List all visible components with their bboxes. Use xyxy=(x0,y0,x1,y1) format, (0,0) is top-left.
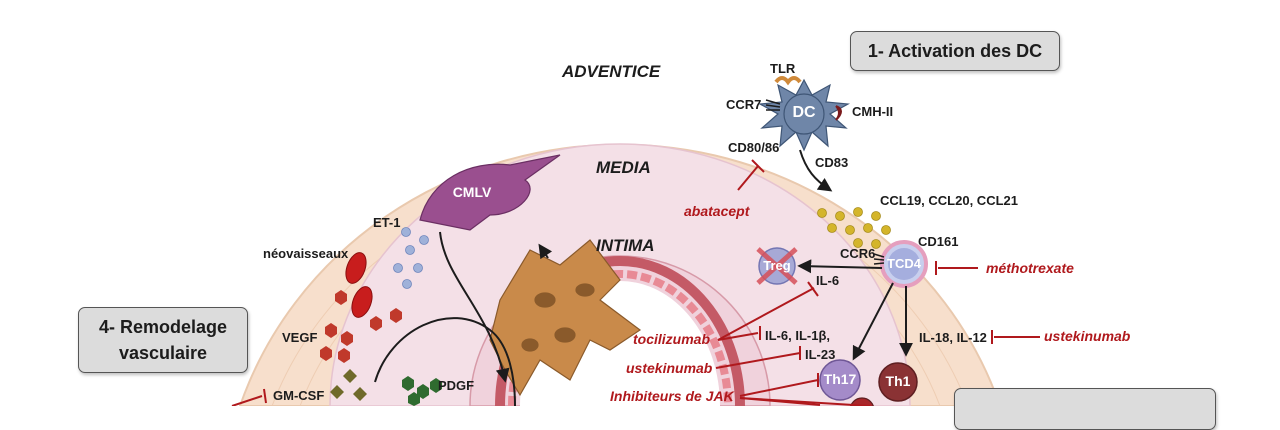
inhibitions xyxy=(231,159,1040,406)
gmcsf-label: GM-CSF xyxy=(273,388,325,403)
diagram-svg xyxy=(231,76,1040,406)
th17-cell xyxy=(819,359,861,401)
partial-box xyxy=(954,388,1216,430)
vegf-hexagons xyxy=(320,290,402,363)
chemokine-dots xyxy=(817,207,891,249)
abatacept-label: abatacept xyxy=(684,203,750,219)
il6-label: IL-6 xyxy=(816,273,840,288)
tlr-receptor xyxy=(774,76,802,86)
th1-cell xyxy=(878,362,918,402)
vegf-label: VEGF xyxy=(282,330,318,345)
cmlv-label: CMLV xyxy=(452,184,492,200)
tcd4-label: TCD4 xyxy=(887,256,921,271)
et1-dots xyxy=(393,227,429,289)
cd80-86-label: CD80/86 xyxy=(728,140,780,155)
activation-box-text: 1- Activation des DC xyxy=(867,41,1043,61)
remodelage-box: 4- Remodelage vasculaire xyxy=(78,307,248,373)
th1-label: Th1 xyxy=(885,373,911,389)
ccr6-label: CCR6 xyxy=(840,246,876,261)
treg-cell xyxy=(756,247,798,285)
gmcsf-diamonds xyxy=(330,369,367,401)
neovessels xyxy=(345,252,373,318)
diagram-stage: ADVENTICE MEDIA INTIMA 1- Activation des… xyxy=(78,31,1216,430)
tocilizumab-label: tocilizumab xyxy=(633,331,711,347)
ccr7-label: CCR7 xyxy=(726,97,762,112)
il23-label: IL-23 xyxy=(805,347,836,362)
partial-cell xyxy=(850,397,874,406)
neovaisseaux-label: néovaisseaux xyxy=(263,246,349,261)
tcd4-cell xyxy=(880,240,928,288)
ustekinumab-right-label: ustekinumab xyxy=(1044,328,1131,344)
remodelage-line1: 4- Remodelage xyxy=(98,317,228,337)
ustekinumab-left-label: ustekinumab xyxy=(626,360,713,376)
adventice-label: ADVENTICE xyxy=(562,62,661,81)
cd161-label: CD161 xyxy=(918,234,959,249)
pdgf-hexagons xyxy=(402,376,442,406)
cmh2-label: CMH-II xyxy=(852,104,894,119)
cmh2-receptor xyxy=(835,105,842,121)
dc-label: DC xyxy=(792,104,816,121)
th17-label: Th17 xyxy=(823,371,857,387)
media-label: MEDIA xyxy=(596,158,651,177)
jak-label: Inhibiteurs de JAK xyxy=(610,388,734,404)
ccl-label: CCL19, CCL20, CCL21 xyxy=(880,193,1018,208)
dendritic-cell xyxy=(758,78,850,152)
cd83-label: CD83 xyxy=(815,155,849,170)
activation-box: 1- Activation des DC xyxy=(850,31,1060,71)
pdgf-label: PDGF xyxy=(438,378,475,393)
methotrexate-label: méthotrexate xyxy=(986,260,1074,276)
myofibroblast-cluster xyxy=(489,239,642,397)
arrows xyxy=(374,149,913,406)
remodelage-line2: vasculaire xyxy=(118,343,208,363)
intima-label: INTIMA xyxy=(596,236,655,255)
ccr7-receptor xyxy=(765,99,781,111)
treg-label: Treg xyxy=(763,258,791,273)
tlr-label: TLR xyxy=(770,61,796,76)
ccr6-receptor xyxy=(873,253,885,265)
et1-label: ET-1 xyxy=(373,215,401,230)
il6-il1b-label: IL-6, IL-1β, xyxy=(765,328,830,343)
il18-il12-label: IL-18, IL-12 xyxy=(919,330,987,345)
cmlv-cell xyxy=(419,154,561,231)
